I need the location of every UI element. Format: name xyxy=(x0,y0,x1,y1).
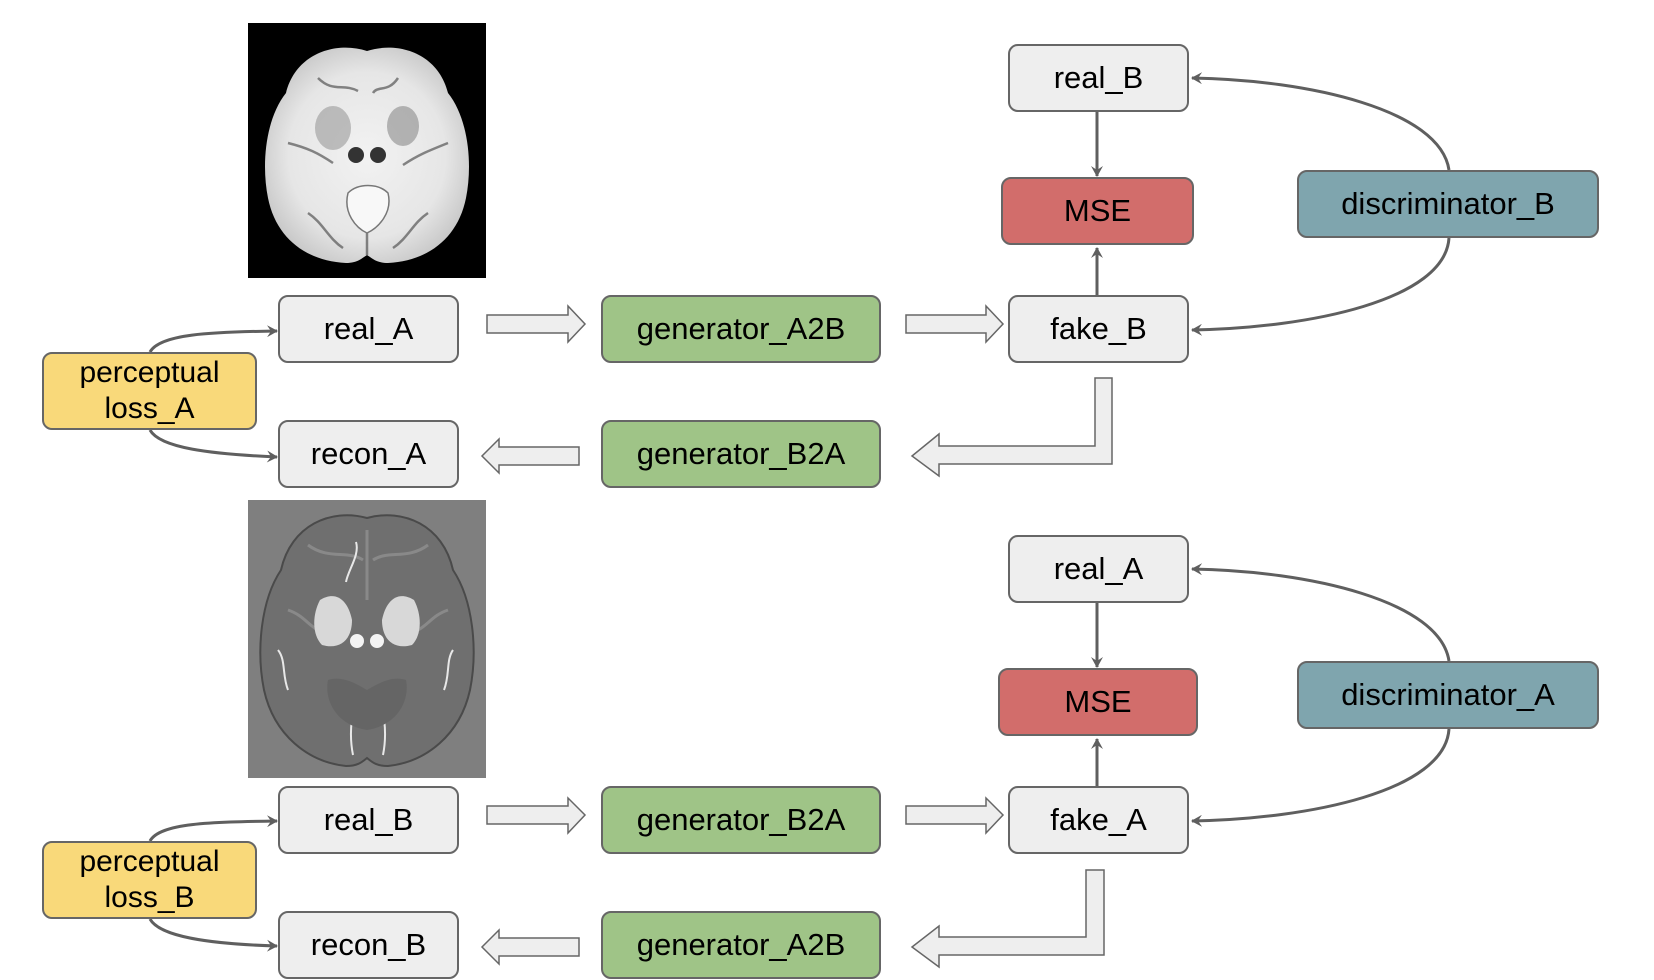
node-real-b-target-top[interactable]: real_B xyxy=(1008,44,1189,112)
node-recon-b[interactable]: recon_B xyxy=(278,911,459,979)
brain-image-domain-A xyxy=(248,23,486,278)
node-discriminator-a[interactable]: discriminator_A xyxy=(1297,661,1599,729)
edge-plossB-to-realB xyxy=(148,815,278,842)
node-perceptual-loss-a[interactable]: perceptual loss_A xyxy=(42,352,257,430)
perceptual-loss-a-line2: loss_A xyxy=(104,392,195,425)
brain-magnitude-icon xyxy=(265,47,469,263)
block-arrow-realB-to-genB2A xyxy=(486,796,587,835)
perceptual-loss-b-line2: loss_B xyxy=(104,881,195,914)
block-arrow-genB2A-to-reconA xyxy=(480,437,580,475)
edge-discA-to-realA xyxy=(1191,563,1451,662)
block-arrow-genA2B-to-reconB xyxy=(480,928,580,966)
node-mse-top[interactable]: MSE xyxy=(1001,177,1194,245)
edge-discB-to-realB xyxy=(1191,72,1451,171)
block-arrow-fakeA-to-genA2B xyxy=(910,869,1105,969)
node-generator-b2a-bottom[interactable]: generator_B2A xyxy=(601,786,881,854)
node-mse-bottom[interactable]: MSE xyxy=(998,668,1198,736)
node-discriminator-b[interactable]: discriminator_B xyxy=(1297,170,1599,238)
node-fake-a-bottom[interactable]: fake_A xyxy=(1008,786,1189,854)
node-real-a-target-bottom[interactable]: real_A xyxy=(1008,535,1189,603)
perceptual-loss-b-line1: perceptual xyxy=(79,845,220,878)
edge-plossA-to-realA xyxy=(148,325,278,353)
edge-discA-to-fakeA xyxy=(1191,728,1451,827)
block-arrow-genB2A-to-fakeA xyxy=(905,796,1005,835)
node-real-b-bottom[interactable]: real_B xyxy=(278,786,459,854)
brain-phase-map-icon xyxy=(259,514,475,768)
block-arrow-genA2B-to-fakeB xyxy=(905,304,1005,344)
edge-plossB-to-reconB xyxy=(148,918,278,952)
brain-image-domain-B xyxy=(248,500,486,778)
node-generator-b2a-top[interactable]: generator_B2A xyxy=(601,420,881,488)
node-perceptual-loss-b[interactable]: perceptual loss_B xyxy=(42,841,257,919)
node-generator-a2b-top[interactable]: generator_A2B xyxy=(601,295,881,363)
node-fake-b-top[interactable]: fake_B xyxy=(1008,295,1189,363)
node-recon-a[interactable]: recon_A xyxy=(278,420,459,488)
block-arrow-fakeB-to-genB2A xyxy=(910,377,1113,478)
node-real-a-top[interactable]: real_A xyxy=(278,295,459,363)
node-generator-a2b-bottom[interactable]: generator_A2B xyxy=(601,911,881,979)
block-arrow-realA-to-genA2B xyxy=(486,304,587,344)
perceptual-loss-a-line1: perceptual xyxy=(79,356,220,389)
edge-discB-to-fakeB xyxy=(1191,237,1451,336)
edge-plossA-to-reconA xyxy=(148,429,278,463)
